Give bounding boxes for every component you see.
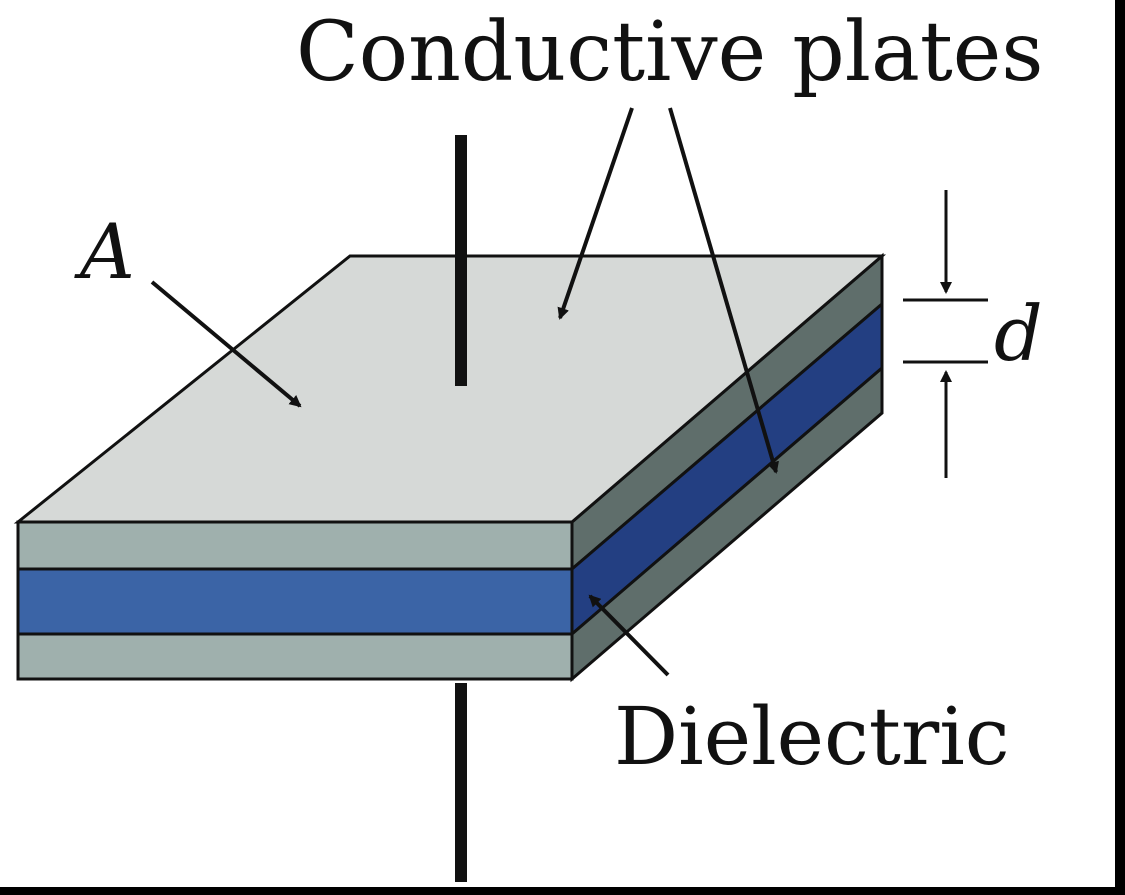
distance-label: d [994, 289, 1043, 378]
conductive-plate-arrow-top [557, 107, 634, 320]
area-label: A [74, 207, 135, 296]
top-plate-front-face [16, 520, 574, 571]
area-arrow [150, 280, 302, 408]
dielectric-arrow [588, 594, 670, 677]
conductive-plates-label: Conductive plates [296, 5, 1043, 100]
dielectric-label: Dielectric [614, 690, 1010, 783]
conductive-plate-arrow-bottom [668, 107, 779, 474]
top-plate-top-face [13, 254, 887, 524]
dielectric-front-face [16, 567, 574, 636]
bottom-plate-front-face [16, 632, 574, 681]
